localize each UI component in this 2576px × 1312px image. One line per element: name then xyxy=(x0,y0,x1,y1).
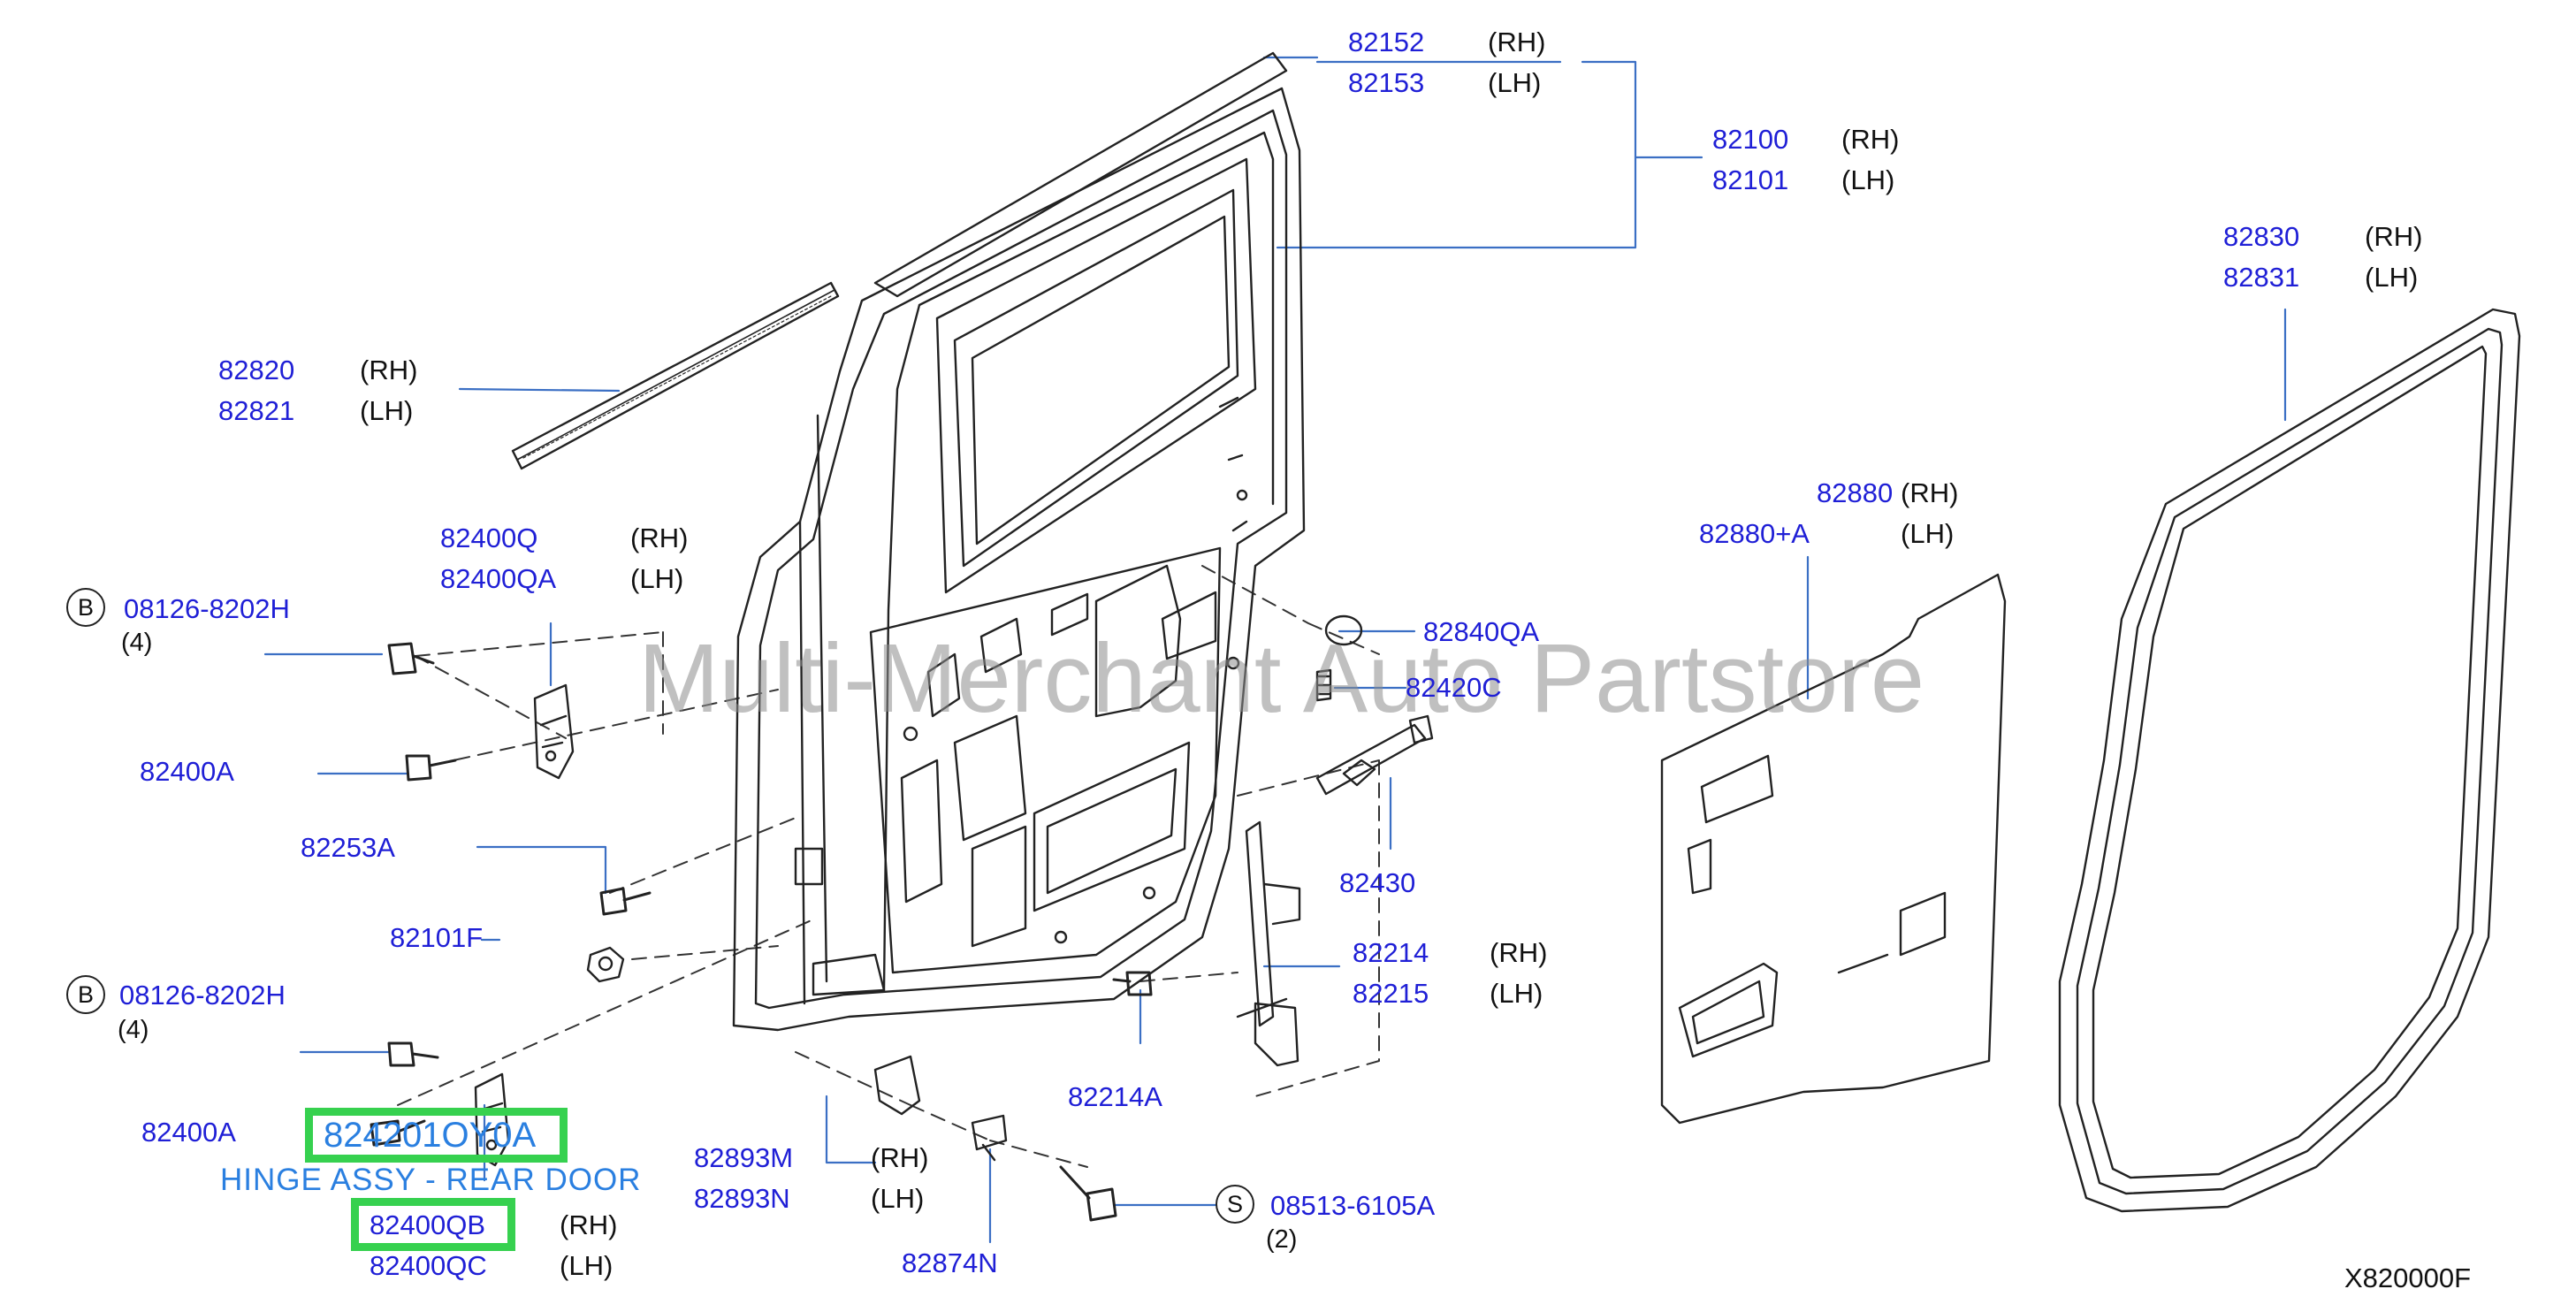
part-82874n[interactable]: 82874N xyxy=(902,1247,998,1278)
side-rh: (RH) xyxy=(360,355,418,385)
side-lh: (LH) xyxy=(2365,262,2419,293)
part-82880[interactable]: 82880 xyxy=(1817,477,1894,508)
side-rh: (RH) xyxy=(2365,221,2423,252)
part-82821[interactable]: 82821 xyxy=(218,395,295,426)
side-lh: (LH) xyxy=(630,563,684,594)
side-lh: (LH) xyxy=(1488,67,1542,98)
part-82400a[interactable]: 82400A xyxy=(140,756,234,787)
side-rh: (RH) xyxy=(871,1142,929,1173)
side-lh: (LH) xyxy=(1490,978,1543,1009)
rear-door-panel xyxy=(732,51,1306,1032)
hinge-upper xyxy=(533,683,575,780)
side-lh: (LH) xyxy=(871,1183,925,1214)
part-82893m[interactable]: 82893M xyxy=(694,1142,794,1173)
part-82153[interactable]: 82153 xyxy=(1348,67,1425,98)
part-82400qb[interactable]: 82400QB xyxy=(370,1209,485,1240)
lower-garnish xyxy=(873,1055,1008,1162)
part-82253a[interactable]: 82253A xyxy=(301,832,395,863)
side-lh: (LH) xyxy=(560,1250,614,1281)
part-82400q[interactable]: 82400Q xyxy=(440,523,538,553)
sash-channel xyxy=(1236,820,1301,1067)
plug xyxy=(1324,614,1363,646)
circle-b-marker: B xyxy=(66,975,105,1014)
quantity: (4) xyxy=(118,1016,149,1044)
side-lh: (LH) xyxy=(1901,518,1955,549)
part-08513-6105a[interactable]: 08513-6105A xyxy=(1270,1190,1436,1221)
side-rh: (RH) xyxy=(1490,937,1548,968)
part-82214a[interactable]: 82214A xyxy=(1068,1081,1162,1112)
highlight-box-82400qb xyxy=(351,1198,515,1251)
part-82400qa[interactable]: 82400QA xyxy=(440,563,556,594)
part-82830[interactable]: 82830 xyxy=(2223,221,2300,252)
part-82820[interactable]: 82820 xyxy=(218,355,295,385)
clip xyxy=(1315,668,1332,702)
quantity: (2) xyxy=(1266,1225,1298,1254)
bolts xyxy=(370,642,1153,1222)
part-82215[interactable]: 82215 xyxy=(1353,978,1429,1009)
part-82400qc[interactable]: 82400QC xyxy=(370,1250,487,1281)
part-82880-a[interactable]: 82880+A xyxy=(1699,518,1810,549)
part-82430[interactable]: 82430 xyxy=(1339,867,1416,898)
door-trim-panel xyxy=(1660,573,2007,1125)
part-82840qa[interactable]: 82840QA xyxy=(1423,616,1539,647)
side-rh: (RH) xyxy=(630,523,689,553)
part-82400a[interactable]: 82400A xyxy=(141,1117,236,1148)
highlight-box-hinge xyxy=(305,1108,568,1163)
dashed-guides xyxy=(397,565,1380,1168)
circle-b-marker: B xyxy=(66,588,105,627)
door-weatherstrip xyxy=(2058,308,2521,1213)
hinge-description: HINGE ASSY - REAR DOOR xyxy=(220,1163,642,1197)
side-lh: (LH) xyxy=(360,395,414,426)
quantity: (4) xyxy=(121,629,153,657)
side-rh: (RH) xyxy=(1841,124,1900,155)
part-82831[interactable]: 82831 xyxy=(2223,262,2300,293)
belt-moulding xyxy=(511,281,840,470)
nut xyxy=(586,946,625,983)
part-08126-8202h[interactable]: 08126-8202H xyxy=(124,593,290,624)
side-rh: (RH) xyxy=(560,1209,618,1240)
part-82420c[interactable]: 82420C xyxy=(1406,672,1502,703)
circle-s-marker: S xyxy=(1216,1185,1254,1224)
part-82101[interactable]: 82101 xyxy=(1712,164,1789,195)
part-82214[interactable]: 82214 xyxy=(1353,937,1429,968)
side-rh: (RH) xyxy=(1901,477,1959,508)
part-82893n[interactable]: 82893N xyxy=(694,1183,790,1214)
door-check xyxy=(1315,714,1434,796)
side-rh: (RH) xyxy=(1488,27,1546,57)
watermark: Multi-Merchant Auto Partstore xyxy=(638,624,1925,733)
diagram-code: X820000F xyxy=(2344,1262,2472,1293)
part-08126-8202h[interactable]: 08126-8202H xyxy=(119,980,286,1011)
part-82152[interactable]: 82152 xyxy=(1348,27,1425,57)
part-82101f[interactable]: 82101F xyxy=(390,922,484,953)
part-82100[interactable]: 82100 xyxy=(1712,124,1789,155)
side-lh: (LH) xyxy=(1841,164,1895,195)
leader-lines xyxy=(263,56,2287,1244)
highlighted-part-number[interactable]: 824201OY0A xyxy=(324,1116,537,1155)
